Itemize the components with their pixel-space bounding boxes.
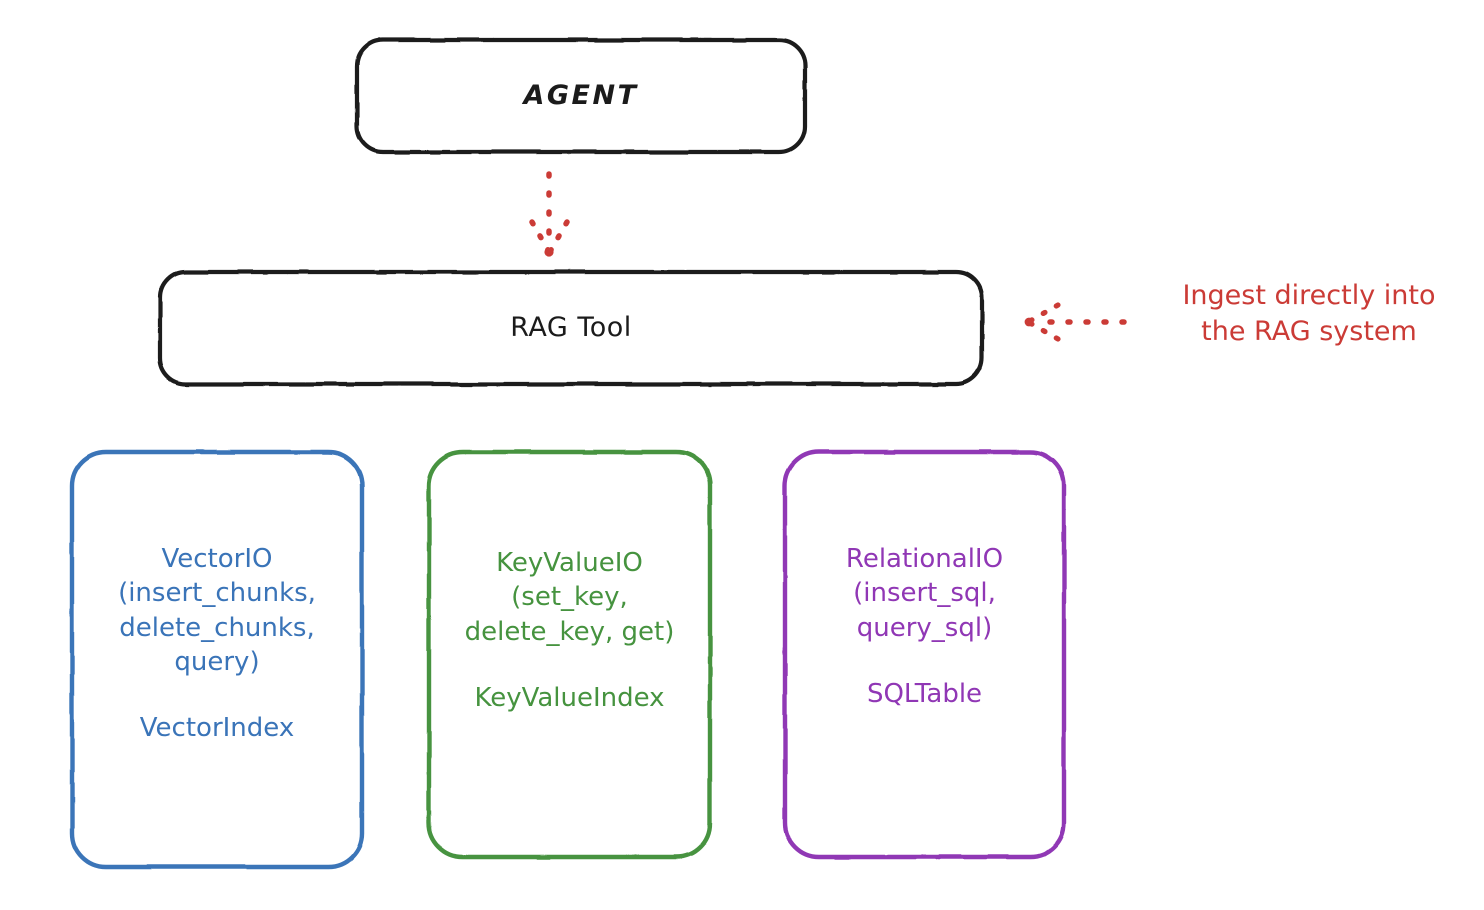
relational-io-api-label: RelationalIO (insert_sql, query_sql) (845, 544, 1004, 643)
rag-tool-node[interactable]: RAG Tool (158, 270, 984, 386)
key-value-io-content: KeyValueIO (set_key, delete_key, get) Ke… (427, 450, 712, 860)
key-value-io-api-label: KeyValueIO (set_key, delete_key, get) (464, 548, 675, 647)
rag-tool-node-label: RAG Tool (510, 311, 632, 343)
vector-io-node[interactable]: VectorIO (insert_chunks, delete_chunks, … (70, 450, 364, 870)
ingest-dotted-arrow-icon (1024, 302, 1127, 342)
vector-io-api-label: VectorIO (insert_chunks, delete_chunks, … (118, 544, 316, 677)
relational-io-content: RelationalIO (insert_sql, query_sql) SQL… (783, 450, 1066, 860)
key-value-io-box-outline (426, 449, 713, 860)
key-value-io-index-label: KeyValueIndex (474, 682, 665, 713)
rag-tool-box-outline (157, 269, 985, 387)
vector-io-content: VectorIO (insert_chunks, delete_chunks, … (70, 450, 364, 870)
ingest-annotation-text: Ingest directly into the RAG system (1182, 280, 1436, 348)
vector-io-index-label: VectorIndex (139, 713, 295, 744)
agent-node[interactable]: AGENT (355, 38, 807, 154)
relational-io-box-outline (782, 449, 1067, 860)
agent-node-label: AGENT (523, 79, 639, 111)
vector-io-box-outline (69, 449, 365, 870)
agent-to-rag-dotted-arrow-icon (529, 171, 570, 257)
key-value-io-node[interactable]: KeyValueIO (set_key, delete_key, get) Ke… (427, 450, 712, 860)
relational-io-index-label: SQLTable (866, 678, 983, 709)
relational-io-node[interactable]: RelationalIO (insert_sql, query_sql) SQL… (783, 450, 1066, 860)
agent-box-outline (354, 37, 808, 155)
